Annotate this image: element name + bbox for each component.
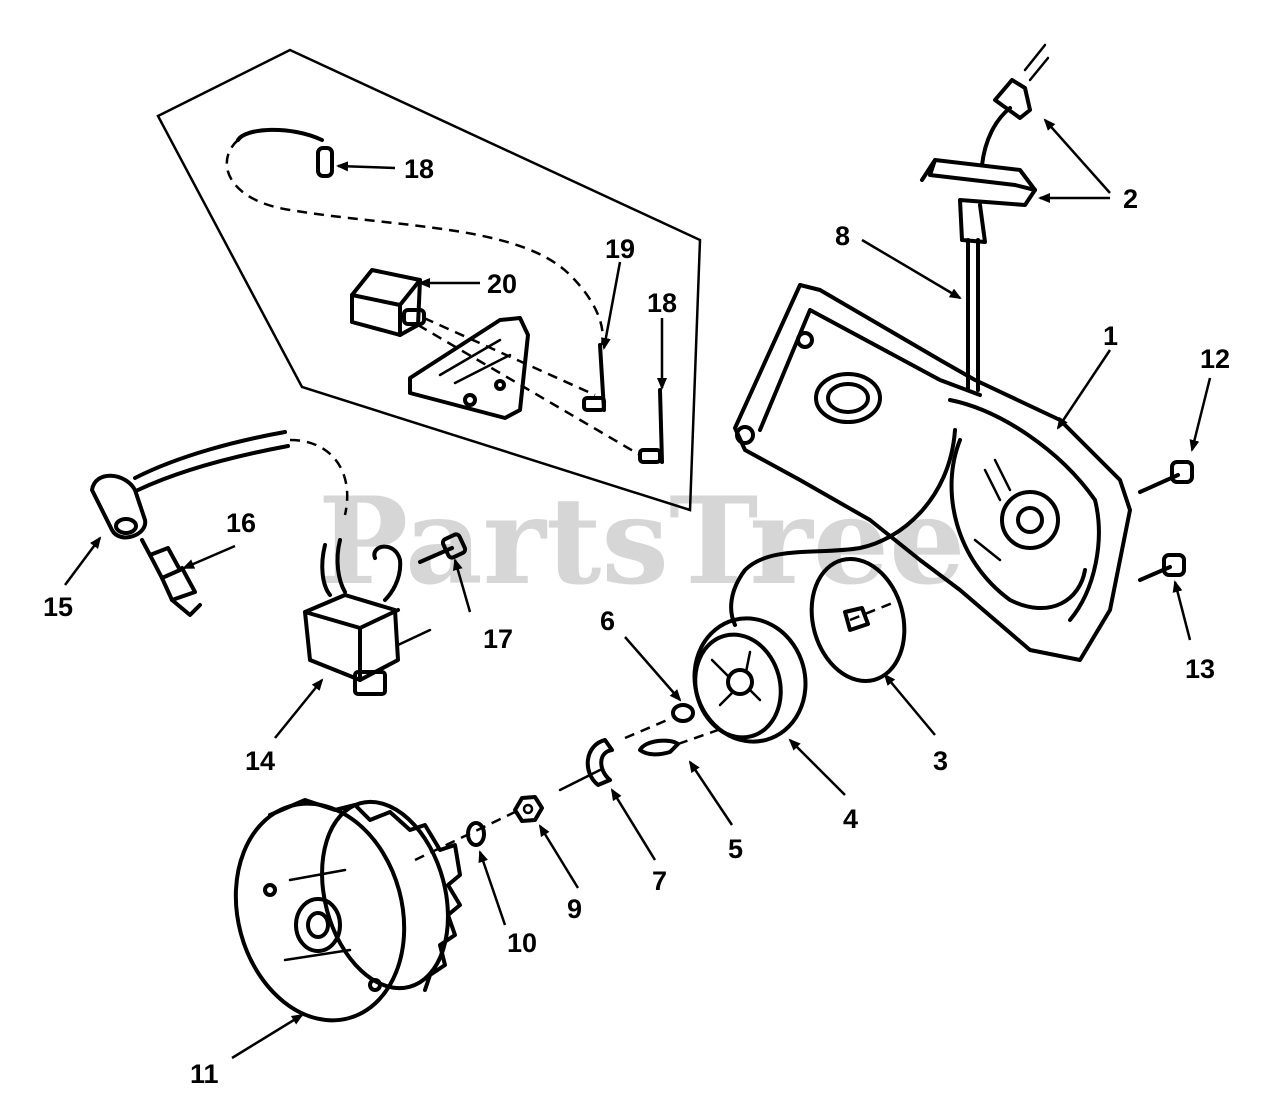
- washer-10-part: [466, 821, 486, 847]
- callout-7: 7: [652, 866, 667, 896]
- callout-5: 5: [728, 834, 743, 864]
- callout-3: 3: [933, 746, 948, 776]
- pawl-part: [638, 738, 680, 757]
- callout-20: 20: [487, 269, 517, 299]
- pawl-axis-line: [677, 728, 719, 746]
- nut-9-part: [513, 795, 544, 823]
- callout-15: 15: [43, 592, 73, 622]
- washer-axis-line: [624, 716, 673, 740]
- watermark: PartsTree: [318, 471, 965, 612]
- callout-16: 16: [226, 508, 256, 538]
- flywheel-part: [233, 798, 462, 1023]
- starter-cord-and-handle-part: [920, 43, 1050, 392]
- callout-4: 4: [843, 804, 858, 834]
- callout-14: 14: [245, 746, 275, 776]
- spark-plug-part: [140, 538, 202, 617]
- washer-6-part: [671, 703, 695, 723]
- callout-19: 19: [605, 234, 635, 264]
- ignition-module-part: [303, 538, 432, 696]
- callout-labels: 1 2 3 4 5 6 7 8 9 10 11 12 13 14 15 16 1…: [43, 154, 1230, 1089]
- callout-11: 11: [190, 1059, 219, 1089]
- spark-plug-boot-part: [90, 430, 349, 540]
- clip-7-part: [558, 738, 614, 792]
- callout-12: 12: [1200, 344, 1230, 374]
- callout-13: 13: [1185, 654, 1215, 684]
- starter-housing-part: [733, 283, 1132, 662]
- callout-6: 6: [600, 606, 615, 636]
- lead-wire-19-part: [582, 343, 606, 412]
- callout-9: 9: [567, 894, 582, 924]
- recoil-spring-part: [809, 556, 907, 684]
- inset-box-outline: [156, 48, 702, 512]
- starter-rope-part: [729, 428, 957, 627]
- callout-10: 10: [507, 928, 537, 958]
- screw-13-part: [1138, 553, 1186, 582]
- ground-wire-part: [225, 127, 604, 346]
- screw-17-part: [418, 532, 468, 564]
- callout-2: 2: [1123, 184, 1138, 214]
- callout-17: 17: [483, 624, 513, 654]
- callout-8: 8: [835, 221, 850, 251]
- screw-12-part: [1138, 460, 1194, 494]
- callout-18-second: 18: [647, 288, 677, 318]
- rope-pulley-part: [692, 616, 808, 744]
- callout-18: 18: [404, 154, 434, 184]
- callout-1: 1: [1103, 321, 1118, 351]
- lead-wire-18-part: [638, 388, 664, 464]
- switch-bracket-part: [408, 316, 530, 420]
- leader-lines: [63, 118, 1212, 1060]
